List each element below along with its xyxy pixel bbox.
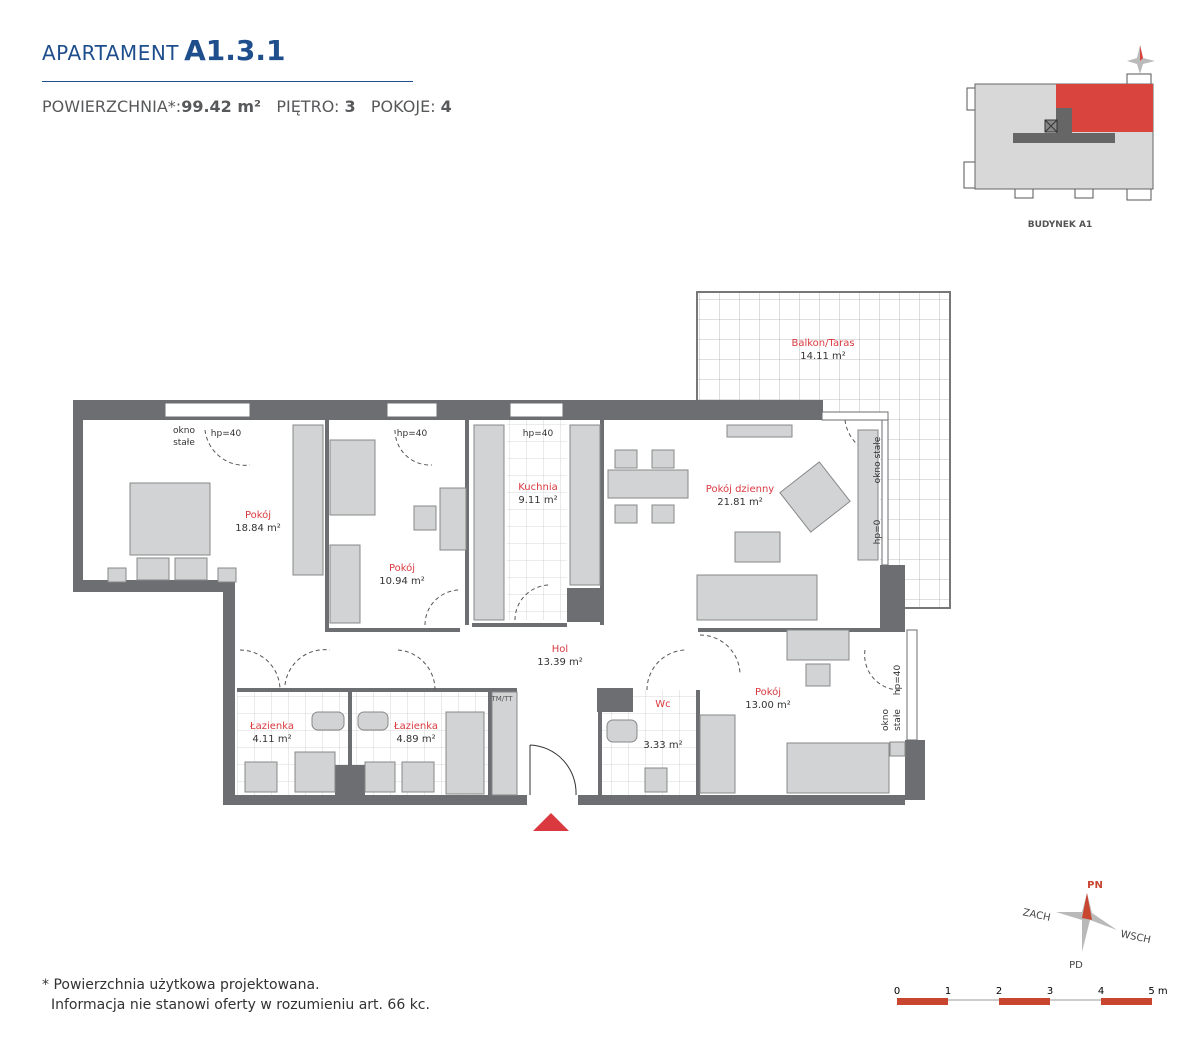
fixed-window-note: stałe [173,438,195,448]
room-area: 18.84 m² [235,523,281,534]
sill-height-note: hp=0 [873,519,883,544]
scale-bar: 0 1 2 3 4 5 m [894,986,1168,1005]
fixed-window-note: stałe [893,709,903,731]
scale-tick: 3 [1047,986,1053,997]
entrance-door [529,744,577,796]
area-label: POWIERZCHNIA*: [42,97,182,116]
room-name: Pokój [755,686,781,698]
sill-height-note: hp=40 [397,429,428,439]
sill-height-note: hp=40 [211,429,242,439]
apartment-stats: POWIERZCHNIA*:99.42 m² PIĘTRO: 3 POKOJE:… [42,97,452,116]
building-label: BUDYNEK A1 [1028,220,1093,230]
key-plan: BUDYNEK A1 [963,45,1155,230]
compass-south: PD [1069,960,1083,971]
room-labels: Pokój 18.84 m² Pokój 10.94 m² Kuchnia 9.… [235,338,854,751]
entrance-arrow-icon [533,813,569,831]
compass-west: ZACH [1022,907,1052,924]
title-divider [42,81,413,82]
fixed-window-note: okno [173,426,195,436]
walls [73,400,925,805]
room-area: 14.11 m² [800,351,846,362]
room-area: 21.81 m² [717,497,763,508]
furniture [107,424,906,796]
room-area: 3.33 m² [643,740,682,751]
room-name: Balkon/Taras [791,338,854,349]
footnote-line: Informacja nie stanowi oferty w rozumien… [51,997,430,1013]
page-title: APARTAMENT A1.3.1 [42,34,286,67]
sill-height-note: hp=40 [893,665,903,696]
floor-value: 3 [344,97,356,116]
room-name: Łazienka [393,721,438,732]
compass-east: WSCH [1119,929,1151,946]
annotations: okno stałe hp=40 hp=40 hp=40 okno stałe … [173,426,903,731]
room-name: Wc [655,699,670,710]
rooms-value: 4 [440,97,452,116]
room-area: 4.11 m² [252,734,291,745]
scale-tick: 0 [894,986,900,997]
tmtt-note: TM/TT [490,695,513,703]
room-area: 13.39 m² [537,657,583,668]
scale-tick: 4 [1098,986,1104,997]
room-name: Łazienka [249,721,294,732]
title-prefix: APARTAMENT [42,41,180,65]
area-value: 99.42 m² [181,97,262,116]
room-name: Pokój dzienny [706,483,775,495]
compass-north: PN [1087,880,1103,891]
fixed-window-note: okno stałe [873,436,883,483]
room-area: 4.89 m² [396,734,435,745]
scale-tick: 1 [945,986,951,997]
rooms-label: POKOJE: [370,97,436,116]
fixed-window-note: okno [881,709,891,731]
compass-icon: PN ZACH WSCH PD [1022,880,1152,971]
room-name: Hol [552,644,568,655]
room-area: 10.94 m² [379,576,425,587]
room-name: Pokój [245,509,271,521]
footnote-line: * Powierzchnia użytkowa projektowana. [42,977,320,993]
scale-tick: 2 [996,986,1002,997]
room-area: 13.00 m² [745,700,791,711]
apartment-code: A1.3.1 [184,34,286,67]
footnote: * Powierzchnia użytkowa projektowana. In… [42,975,430,1015]
scale-tick: 5 m [1148,986,1167,997]
room-name: Pokój [389,562,415,574]
room-area: 9.11 m² [518,495,557,506]
floor-label: PIĘTRO: [276,97,340,116]
room-name: Kuchnia [518,482,557,493]
sill-height-note: hp=40 [523,429,554,439]
